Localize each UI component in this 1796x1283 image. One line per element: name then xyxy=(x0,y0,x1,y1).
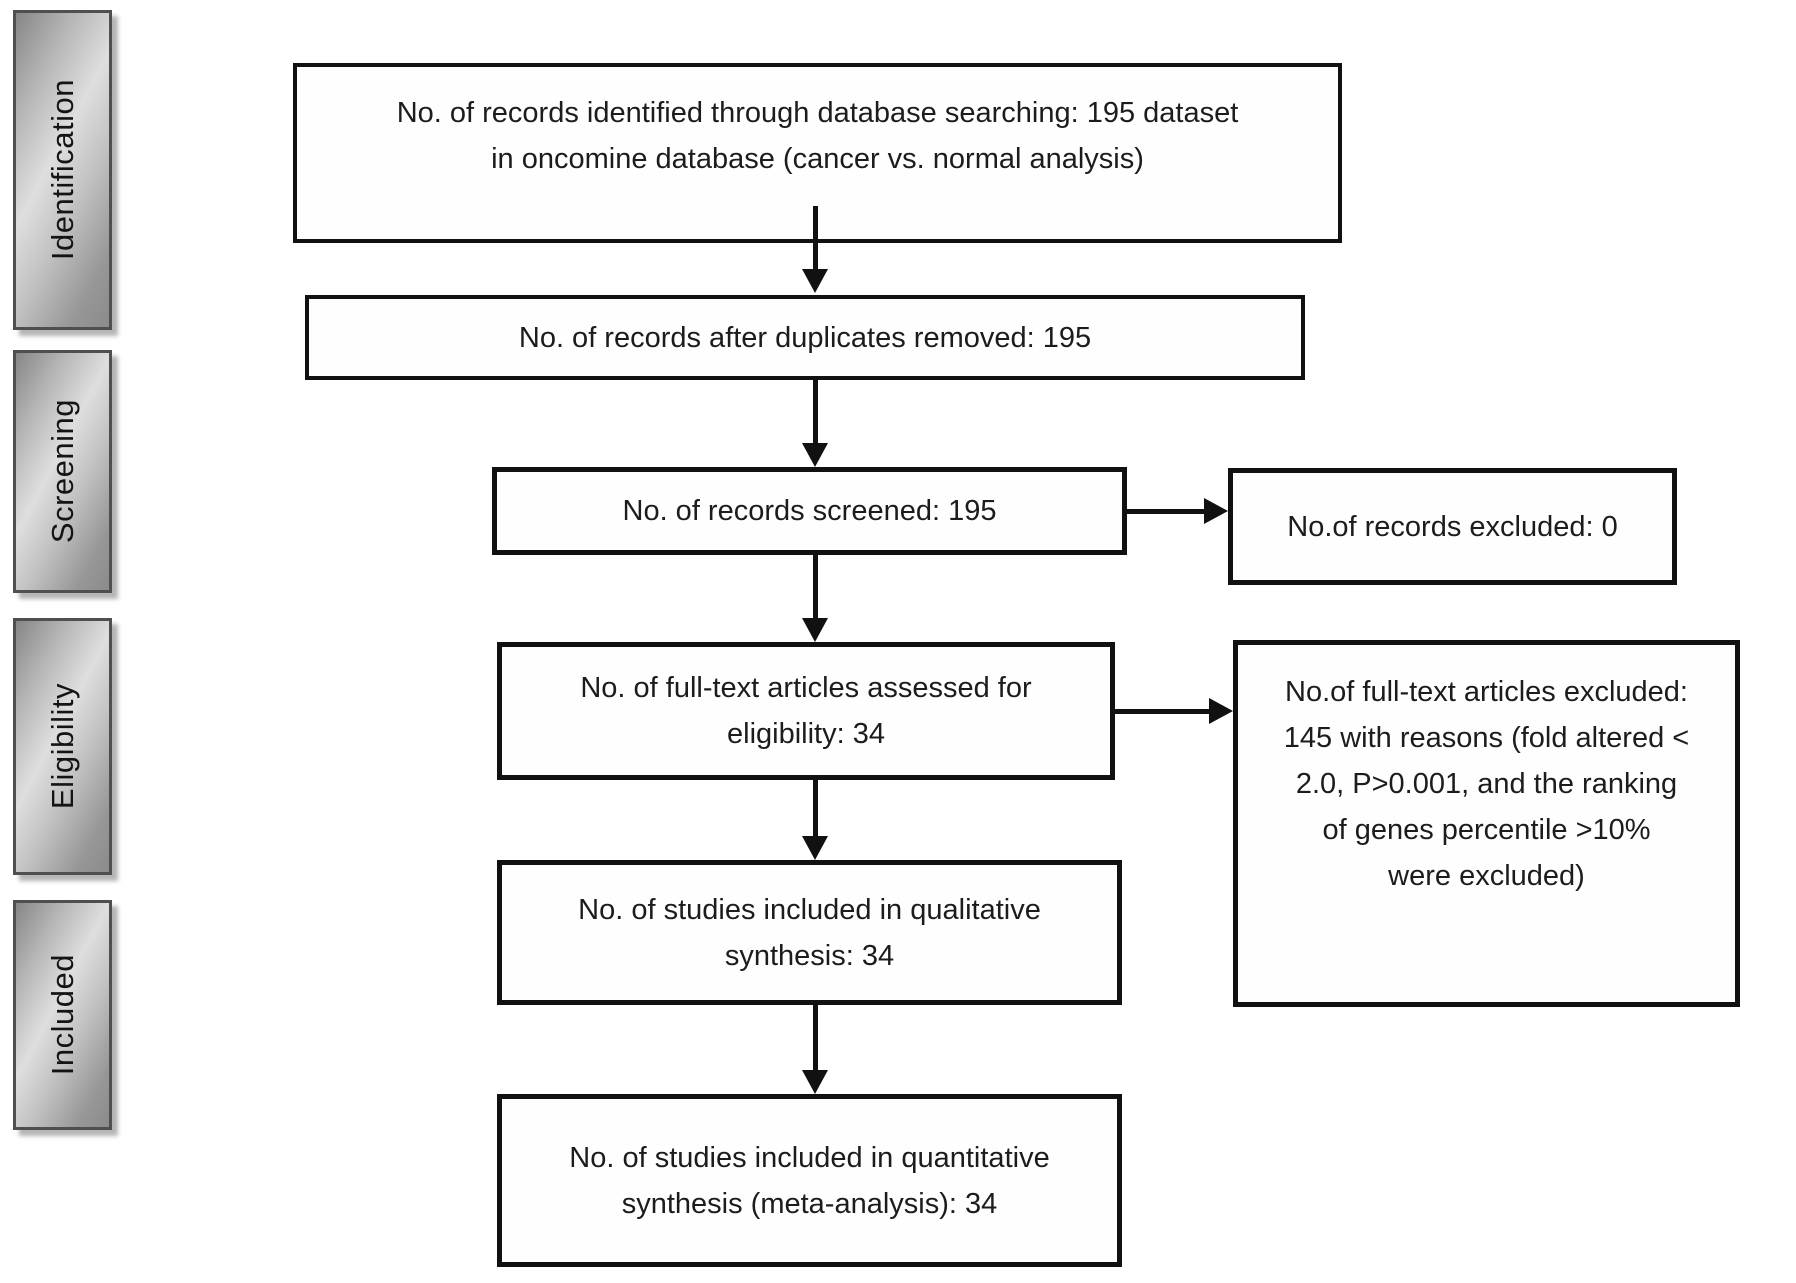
arrow-assessed-to-fulltext-excluded xyxy=(1115,709,1209,714)
arrow-deduplicated-to-screened-head xyxy=(802,443,828,467)
arrow-qualitative-to-quantitative xyxy=(813,1005,818,1070)
box-records-excluded-text: No.of records excluded: 0 xyxy=(1287,510,1618,543)
box-duplicates-removed-text: No. of records after duplicates removed:… xyxy=(518,321,1092,354)
arrow-assessed-to-qualitative-head xyxy=(802,836,828,860)
stage-eligibility: Eligibility xyxy=(13,618,112,875)
stage-eligibility-label: Eligibility xyxy=(44,683,80,810)
arrow-identified-to-deduplicated-head xyxy=(802,269,828,293)
arrow-screened-to-excluded-head xyxy=(1204,498,1228,524)
arrow-qualitative-to-quantitative-head xyxy=(802,1070,828,1094)
box-fulltext-excluded: No.of full-text articles excluded: 145 w… xyxy=(1233,640,1740,1007)
stage-identification-label: Identification xyxy=(44,79,80,261)
box-fulltext-excluded-text: No.of full-text articles excluded: 145 w… xyxy=(1283,676,1690,892)
stage-screening-label: Screening xyxy=(44,399,80,544)
arrow-screened-to-assessed-head xyxy=(802,618,828,642)
arrow-deduplicated-to-screened xyxy=(813,380,818,443)
box-quantitative-synthesis: No. of studies included in quantitative … xyxy=(497,1094,1122,1267)
stage-screening: Screening xyxy=(13,350,112,593)
box-records-screened: No. of records screened: 195 xyxy=(492,467,1127,555)
box-fulltext-assessed: No. of full-text articles assessed for e… xyxy=(497,642,1115,780)
stage-identification: Identification xyxy=(13,10,112,330)
box-records-identified-text: No. of records identified through databa… xyxy=(396,97,1239,175)
box-records-excluded: No.of records excluded: 0 xyxy=(1228,468,1677,585)
box-fulltext-assessed-text: No. of full-text articles assessed for e… xyxy=(580,672,1032,750)
arrow-screened-to-assessed xyxy=(813,555,818,618)
stage-included-label: Included xyxy=(44,954,80,1076)
arrow-assessed-to-qualitative xyxy=(813,780,818,836)
box-records-screened-text: No. of records screened: 195 xyxy=(622,495,997,527)
box-qualitative-synthesis-text: No. of studies included in qualitative s… xyxy=(578,893,1041,972)
arrow-screened-to-excluded xyxy=(1127,509,1204,514)
box-duplicates-removed: No. of records after duplicates removed:… xyxy=(305,295,1305,380)
arrow-assessed-to-fulltext-excluded-head xyxy=(1209,698,1233,724)
arrow-identified-to-deduplicated xyxy=(813,206,818,269)
box-qualitative-synthesis: No. of studies included in qualitative s… xyxy=(497,860,1122,1005)
box-quantitative-synthesis-text: No. of studies included in quantitative … xyxy=(569,1141,1050,1220)
stage-included: Included xyxy=(13,900,112,1130)
